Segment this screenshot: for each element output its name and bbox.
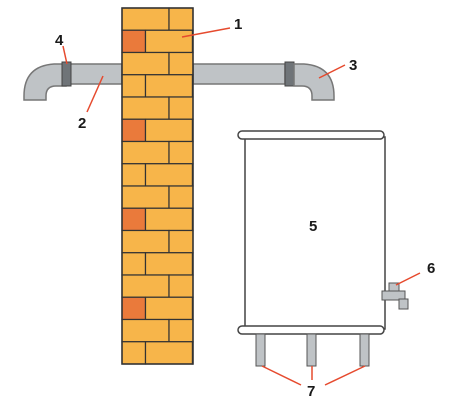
left-pipe bbox=[69, 63, 123, 85]
brick bbox=[168, 185, 194, 209]
brick bbox=[121, 7, 170, 31]
label-tank: 5 bbox=[309, 218, 317, 235]
brick bbox=[168, 274, 194, 298]
brick bbox=[121, 118, 147, 143]
brick bbox=[144, 252, 194, 276]
brick bbox=[121, 296, 147, 321]
right-elbow-pipe bbox=[293, 63, 335, 101]
label-elbow-right: 3 bbox=[349, 57, 357, 74]
brick bbox=[121, 318, 170, 343]
brick bbox=[121, 229, 170, 254]
callout-line-7a bbox=[261, 365, 302, 386]
tank-bottom-rim bbox=[237, 325, 385, 335]
label-legs: 7 bbox=[307, 383, 315, 400]
brick bbox=[121, 51, 170, 76]
left-elbow-pipe bbox=[23, 63, 67, 101]
brick-wall bbox=[121, 7, 194, 365]
tank-top-rim bbox=[237, 130, 385, 140]
left-coupling bbox=[61, 61, 72, 87]
brick bbox=[121, 207, 147, 232]
brick bbox=[144, 341, 194, 365]
brick bbox=[144, 163, 194, 187]
brick bbox=[121, 96, 170, 120]
brick bbox=[144, 29, 194, 54]
brick bbox=[121, 29, 147, 54]
brick bbox=[168, 318, 194, 343]
right-pipe bbox=[192, 63, 286, 85]
tap-handle bbox=[388, 282, 400, 292]
brick bbox=[168, 7, 194, 31]
wall-outline bbox=[121, 7, 194, 365]
brick bbox=[168, 140, 194, 165]
label-pipe-left: 2 bbox=[78, 115, 86, 132]
label-wall: 1 bbox=[234, 16, 242, 33]
label-coupling-left: 4 bbox=[55, 32, 64, 49]
brick bbox=[121, 163, 147, 187]
brick bbox=[168, 96, 194, 120]
callout-line-6 bbox=[395, 272, 421, 286]
tank-leg bbox=[306, 333, 317, 367]
tank-leg bbox=[255, 333, 266, 367]
brick bbox=[121, 185, 170, 209]
callout-line-3 bbox=[318, 64, 346, 79]
brick bbox=[168, 51, 194, 76]
brick bbox=[121, 74, 147, 98]
right-coupling bbox=[284, 61, 295, 87]
callout-line-7c bbox=[324, 365, 366, 386]
brick bbox=[121, 274, 170, 298]
brick bbox=[144, 74, 194, 98]
label-tap: 6 bbox=[427, 260, 435, 277]
brick bbox=[121, 140, 170, 165]
brick bbox=[144, 207, 194, 232]
callout-line-4 bbox=[62, 45, 68, 65]
brick bbox=[144, 296, 194, 321]
tank-leg bbox=[359, 333, 370, 367]
tank-body bbox=[244, 136, 386, 330]
callout-line-1 bbox=[181, 27, 231, 38]
brick bbox=[121, 252, 147, 276]
tap-spout bbox=[398, 298, 409, 310]
brick bbox=[168, 229, 194, 254]
callout-line-2 bbox=[86, 75, 104, 113]
brick bbox=[121, 341, 147, 365]
brick bbox=[144, 118, 194, 143]
